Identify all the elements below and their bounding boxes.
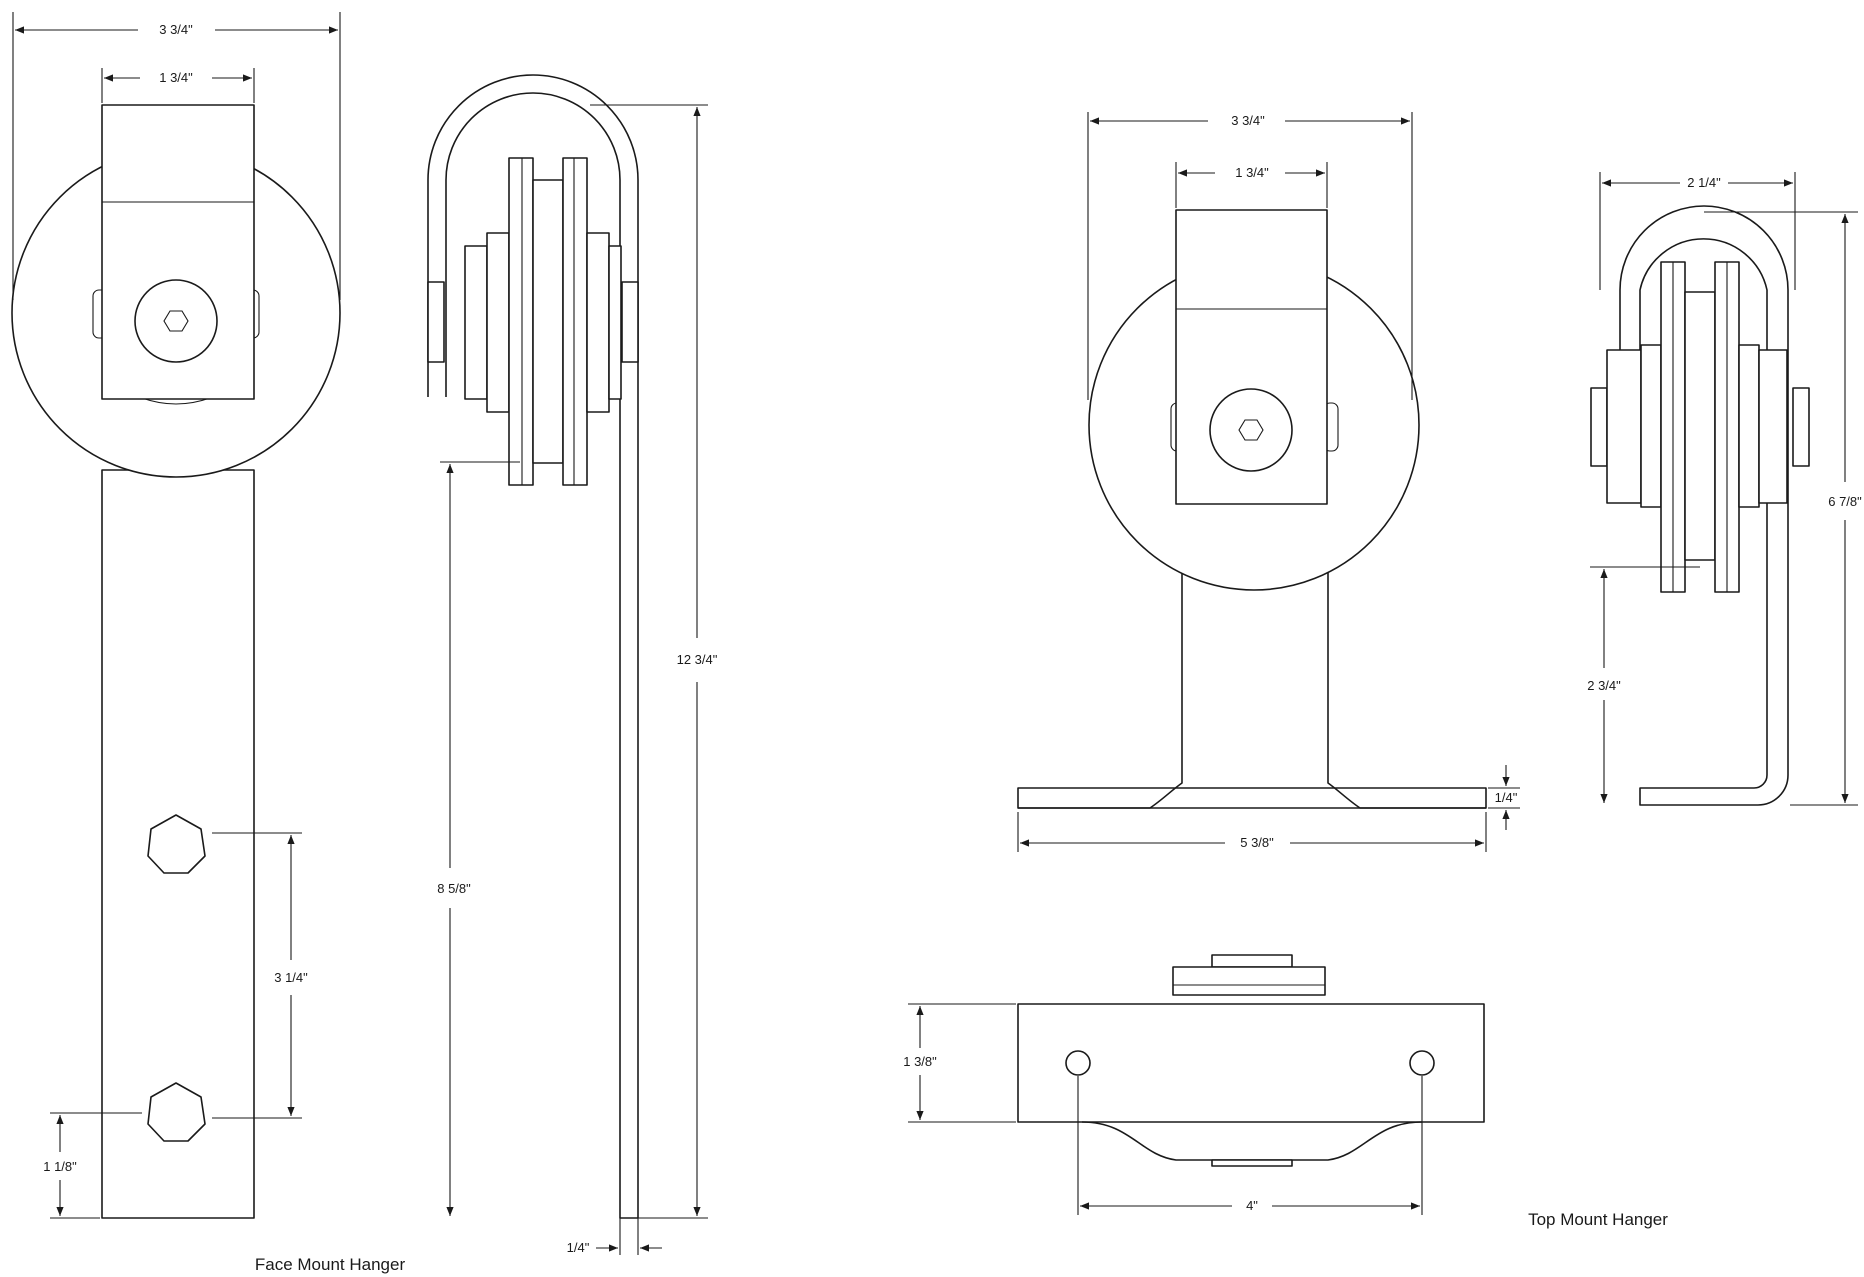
dimension-lines bbox=[12, 12, 1858, 1255]
captions: Face Mount Hanger Top Mount Hanger bbox=[255, 1210, 1668, 1274]
top-nub bbox=[1211, 954, 1293, 968]
tm-hole-spacing-label: 4" bbox=[1246, 1198, 1258, 1213]
tm-wheel-to-base-label: 2 3/4" bbox=[1587, 678, 1621, 693]
fm-strap-thickness-label: 1/4" bbox=[567, 1240, 590, 1255]
fm-overall-width-label: 3 3/4" bbox=[159, 22, 193, 37]
tm-plate-length-label: 5 3/8" bbox=[1240, 835, 1274, 850]
top-mount-caption: Top Mount Hanger bbox=[1528, 1210, 1668, 1229]
face-mount-front-view bbox=[11, 104, 341, 1219]
face-mount-caption: Face Mount Hanger bbox=[255, 1255, 406, 1274]
tm-overall-height-label: 6 7/8" bbox=[1828, 494, 1862, 509]
tm-plate-depth-label: 1 3/8" bbox=[903, 1054, 937, 1069]
tm-plate-thickness-label: 1/4" bbox=[1495, 790, 1518, 805]
hole-right bbox=[1409, 1050, 1435, 1076]
hex-bolt-upper bbox=[147, 814, 206, 874]
tm-overall-width-label: 3 3/4" bbox=[1231, 113, 1265, 128]
dimension-labels: 3 3/4" 1 3/4" 12 3/4" 8 5/8" 3 1/4" 1 1/… bbox=[43, 22, 1862, 1255]
top-mount-top-view bbox=[1017, 954, 1485, 1167]
bottom-nub bbox=[1211, 1159, 1293, 1167]
face-mount-side-view bbox=[427, 74, 639, 1219]
fm-bolt-spacing-label: 3 1/4" bbox=[274, 970, 308, 985]
axle-bolt bbox=[134, 279, 218, 363]
top-mount-side-view bbox=[1590, 205, 1810, 806]
hole-left bbox=[1065, 1050, 1091, 1076]
fm-wheel-to-bottom-label: 8 5/8" bbox=[437, 881, 471, 896]
fm-overall-height-label: 12 3/4" bbox=[677, 652, 718, 667]
tm-strap-width-label: 1 3/4" bbox=[1235, 165, 1269, 180]
top-mount-front-view bbox=[1017, 209, 1487, 809]
axle-bolt bbox=[1209, 388, 1293, 472]
fm-bottom-bolt-offset-label: 1 1/8" bbox=[43, 1159, 77, 1174]
base-plate bbox=[1017, 1003, 1485, 1123]
hex-bolt-lower bbox=[147, 1082, 206, 1142]
base-plate bbox=[1017, 787, 1487, 809]
fm-strap-width-label: 1 3/4" bbox=[159, 70, 193, 85]
tm-side-width-label: 2 1/4" bbox=[1687, 175, 1721, 190]
